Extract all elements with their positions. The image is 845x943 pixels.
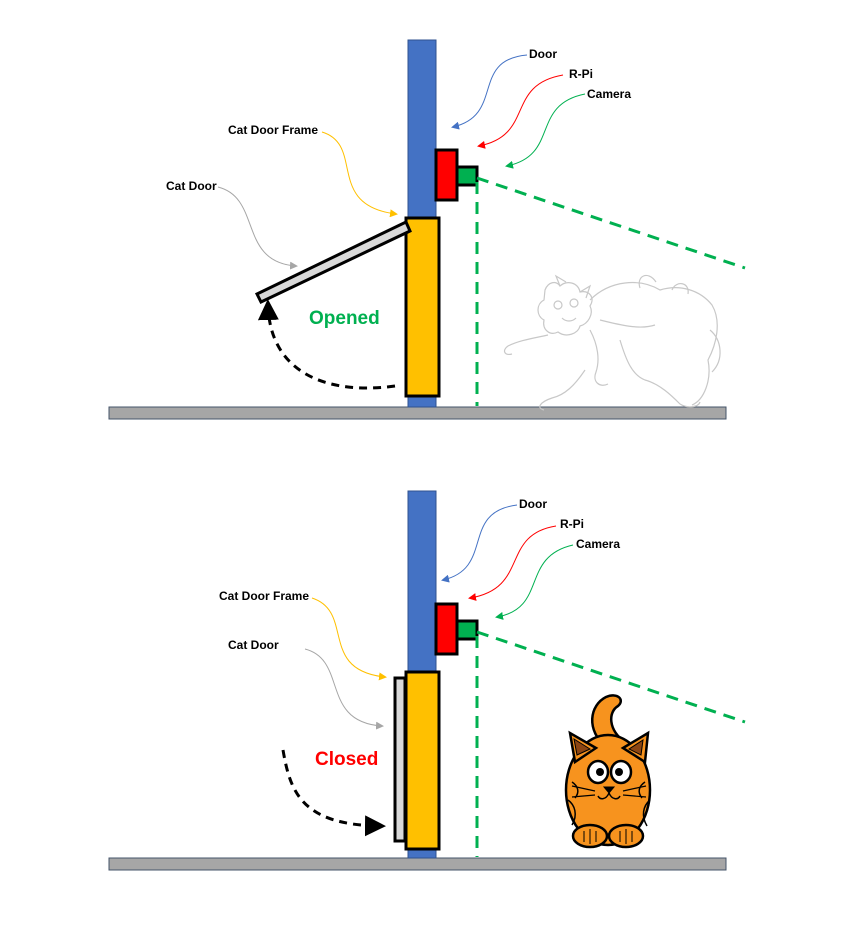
camera-module: [455, 619, 479, 641]
door-pointer: [451, 54, 528, 130]
rpi-board: [434, 148, 459, 202]
opened-panel: Door R-Pi Camera Cat Door Frame Cat Door…: [108, 39, 746, 420]
cat-door-flap: [393, 676, 407, 843]
close-motion-arrow: [281, 749, 386, 837]
rpi-label: R-Pi: [560, 517, 584, 531]
cat-door-frame-label: Cat Door Frame: [219, 589, 309, 603]
closed-panel: Door R-Pi Camera Cat Door Frame Cat Door…: [108, 490, 746, 871]
camera-view-line: [476, 176, 746, 270]
cat-door-pointer: [304, 648, 384, 730]
opened-state-label: Opened: [309, 308, 380, 329]
cat-door-frame: [404, 216, 441, 398]
camera-module: [455, 165, 479, 187]
rpi-board: [434, 602, 459, 656]
floor: [108, 857, 727, 871]
frame-pointer: [321, 131, 398, 218]
cat-door-pointer: [217, 186, 298, 270]
door-label: Door: [519, 497, 547, 511]
camera-label: Camera: [576, 537, 620, 551]
rpi-pointer: [477, 74, 564, 149]
cat-door-frame: [404, 670, 441, 851]
cat-door-label: Cat Door: [228, 638, 279, 652]
rpi-label: R-Pi: [569, 67, 593, 81]
closed-state-label: Closed: [315, 749, 378, 770]
cat-door-frame-label: Cat Door Frame: [228, 123, 318, 137]
floor: [108, 406, 727, 420]
orange-cat-illustration: [564, 694, 652, 849]
startled-cat-illustration: [503, 274, 721, 411]
camera-pointer: [505, 93, 586, 169]
door-pointer: [441, 504, 518, 583]
camera-view-line: [476, 630, 746, 724]
door-label: Door: [529, 47, 557, 61]
camera-label: Camera: [587, 87, 631, 101]
camera-pointer: [495, 544, 574, 620]
cat-door-flap: [254, 219, 412, 304]
rpi-pointer: [468, 525, 557, 601]
cat-door-label: Cat Door: [166, 179, 217, 193]
frame-pointer: [311, 597, 387, 681]
open-motion-arrow: [257, 299, 396, 390]
